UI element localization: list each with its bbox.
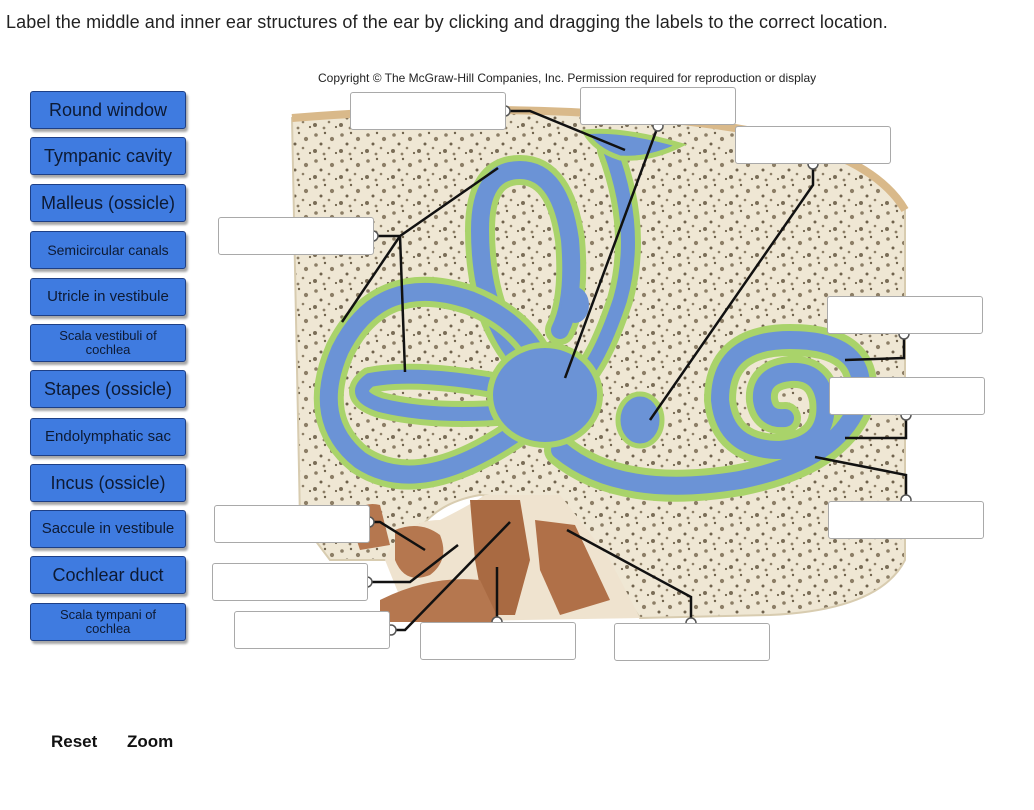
label-endolymphatic-sac[interactable]: Endolymphatic sac — [30, 418, 186, 456]
drop-target-11[interactable] — [420, 622, 576, 660]
drop-target-3[interactable] — [735, 126, 891, 164]
drop-target-7[interactable] — [828, 501, 984, 539]
drop-target-8[interactable] — [214, 505, 370, 543]
drop-target-2[interactable] — [580, 87, 736, 125]
reset-button[interactable]: Reset — [51, 732, 98, 751]
label-malleus[interactable]: Malleus (ossicle) — [30, 184, 186, 222]
zoom-button[interactable]: Zoom — [127, 732, 174, 751]
label-cochlear-duct[interactable]: Cochlear duct — [30, 556, 186, 594]
drop-target-4[interactable] — [218, 217, 374, 255]
drop-target-10[interactable] — [234, 611, 390, 649]
drop-target-12[interactable] — [614, 623, 770, 661]
drop-target-6[interactable] — [829, 377, 985, 415]
drop-target-1[interactable] — [350, 92, 506, 130]
label-incus[interactable]: Incus (ossicle) — [30, 464, 186, 502]
label-semicircular-canals[interactable]: Semicircular canals — [30, 231, 186, 269]
label-saccule[interactable]: Saccule in vestibule — [30, 510, 186, 548]
label-scala-tympani[interactable]: Scala tympani of cochlea — [30, 603, 186, 641]
label-round-window[interactable]: Round window — [30, 91, 186, 129]
label-utricle[interactable]: Utricle in vestibule — [30, 278, 186, 316]
instruction-text: Label the middle and inner ear structure… — [6, 12, 888, 32]
drop-target-5[interactable] — [827, 296, 983, 334]
copyright-notice: Copyright © The McGraw-Hill Companies, I… — [318, 71, 817, 85]
label-stapes[interactable]: Stapes (ossicle) — [30, 370, 186, 408]
label-scala-vestibuli[interactable]: Scala vestibuli of cochlea — [30, 324, 186, 362]
drop-target-9[interactable] — [212, 563, 368, 601]
label-tympanic-cavity[interactable]: Tympanic cavity — [30, 137, 186, 175]
